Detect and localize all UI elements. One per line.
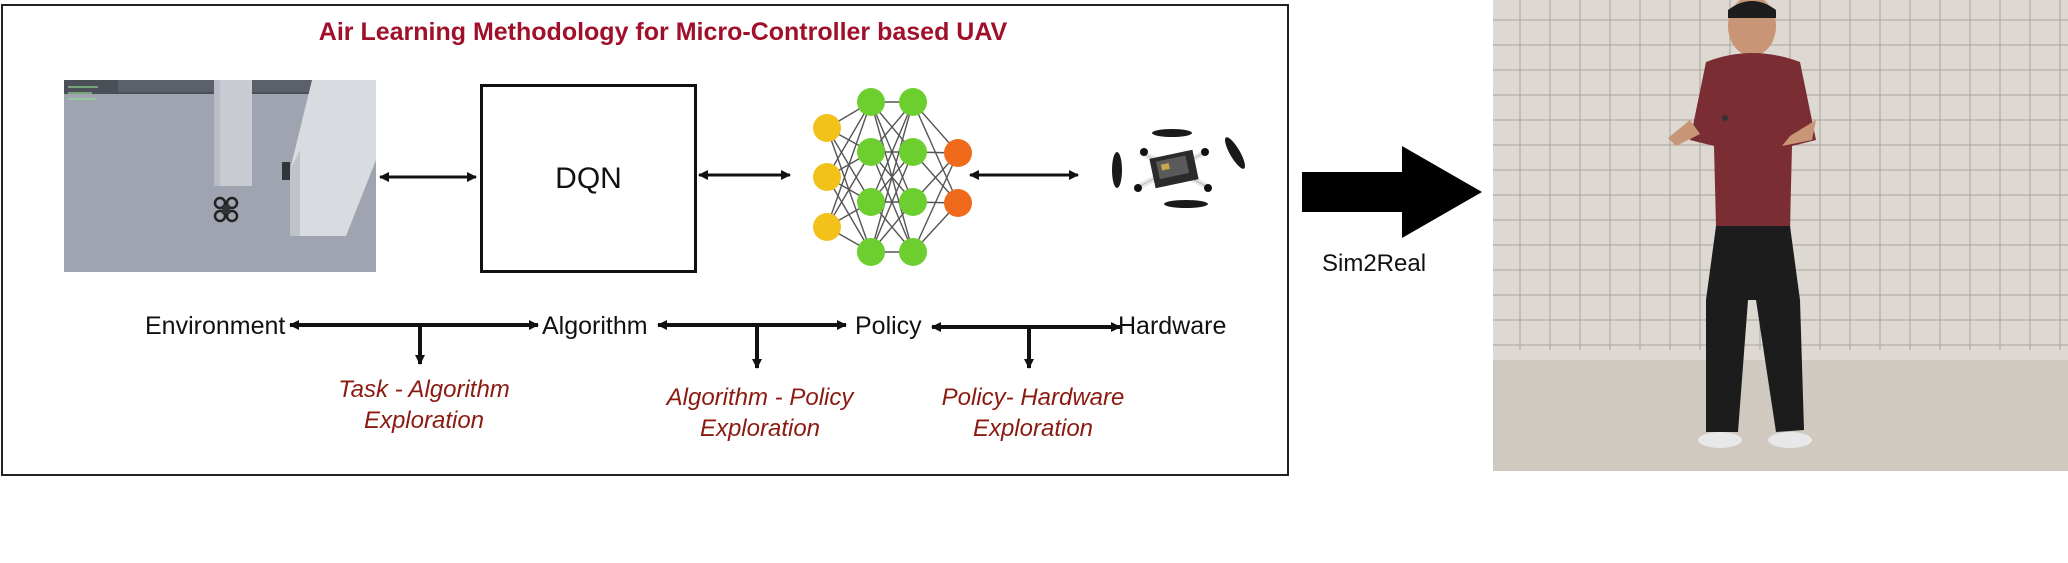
dqn-box: DQN <box>480 84 697 273</box>
methodology-frame <box>1 4 1289 476</box>
stage-hardware: Hardware <box>1118 312 1227 340</box>
stage-environment: Environment <box>145 312 286 340</box>
exploration-line-2: Exploration <box>972 415 1094 442</box>
exploration-line-1: Policy- Hardware <box>941 384 1125 411</box>
sim2real-arrow <box>1302 146 1482 238</box>
environment-image <box>64 80 376 272</box>
stage-algorithm: Algorithm <box>542 312 648 340</box>
stage-policy: Policy <box>855 312 922 340</box>
exploration-line-1: Algorithm - Policy <box>666 384 854 411</box>
quadcopter-drone-icon <box>1112 129 1245 208</box>
diagram-title: Air Learning Methodology for Micro-Contr… <box>318 18 1008 46</box>
real-world-photo <box>1493 0 2068 471</box>
exploration-line-2: Exploration <box>699 415 821 442</box>
sim-drone-icon <box>213 196 239 223</box>
algorithm-policy-exploration: Algorithm - Policy Exploration <box>632 382 888 444</box>
sim2real-label: Sim2Real <box>1322 250 1427 277</box>
exploration-line-1: Task - Algorithm <box>338 376 510 403</box>
policy-hardware-exploration: Policy- Hardware Exploration <box>910 382 1156 444</box>
neural-network-icon <box>813 88 972 266</box>
task-algorithm-exploration: Task - Algorithm Exploration <box>300 374 548 436</box>
exploration-line-2: Exploration <box>363 407 485 434</box>
person-silhouette <box>1668 0 1816 448</box>
